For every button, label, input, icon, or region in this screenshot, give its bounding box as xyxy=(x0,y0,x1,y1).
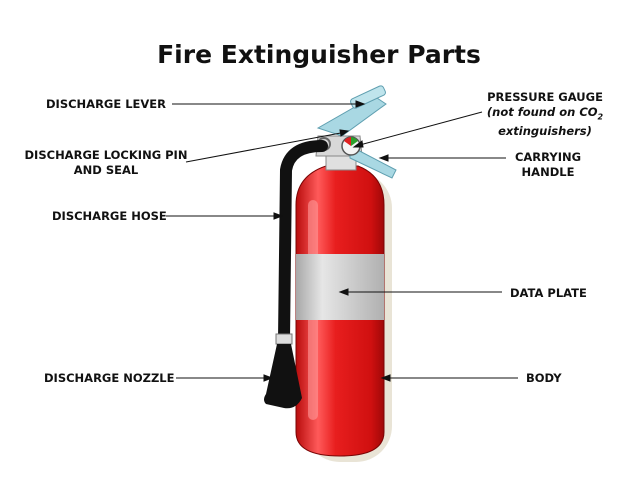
arrow-body xyxy=(380,374,391,382)
arrow-discharge-hose xyxy=(273,212,284,220)
label-carrying-handle-line1: CARRYING xyxy=(514,150,582,164)
label-locking-pin-line1: DISCHARGE LOCKING PIN xyxy=(24,148,188,162)
data-plate xyxy=(296,254,384,320)
pressure-gauge-note-subscript: 2 xyxy=(597,112,604,122)
arrow-discharge-nozzle xyxy=(263,374,274,382)
arrow-data-plate xyxy=(338,288,349,296)
hose-coupling xyxy=(275,333,293,345)
leader-locking-pin xyxy=(185,131,347,163)
arrow-locking-pin xyxy=(339,129,350,137)
label-discharge-lever: DISCHARGE LEVER xyxy=(46,97,167,111)
arrow-discharge-lever xyxy=(355,100,366,108)
discharge-hose xyxy=(278,140,328,346)
label-carrying-handle: CARRYING HANDLE xyxy=(506,150,590,180)
arrow-carrying-handle xyxy=(378,154,389,162)
discharge-nozzle xyxy=(264,344,302,409)
gauge-red-zone xyxy=(344,137,351,146)
label-pressure-gauge-title: PRESSURE GAUGE xyxy=(487,90,603,104)
label-carrying-handle-line2: HANDLE xyxy=(521,165,575,179)
label-pressure-gauge-note2: extinguishers) xyxy=(498,124,592,139)
label-discharge-hose: DISCHARGE HOSE xyxy=(52,209,167,223)
arrow-pressure-gauge xyxy=(352,140,364,148)
label-body: BODY xyxy=(526,371,562,385)
gauge-green-zone xyxy=(351,137,358,146)
pressure-gauge-note-text: (not found on CO xyxy=(486,105,598,119)
label-pressure-gauge-note: (not found on CO2 xyxy=(480,105,610,124)
label-locking-pin-line2: AND SEAL xyxy=(73,163,139,177)
leader-pressure-gauge xyxy=(355,111,483,147)
label-pressure-gauge: PRESSURE GAUGE (not found on CO2 extingu… xyxy=(480,90,610,139)
page-title: Fire Extinguisher Parts xyxy=(157,40,481,69)
label-discharge-nozzle: DISCHARGE NOZZLE xyxy=(44,371,175,385)
label-data-plate: DATA PLATE xyxy=(510,286,587,300)
label-locking-pin: DISCHARGE LOCKING PIN AND SEAL xyxy=(22,148,190,178)
